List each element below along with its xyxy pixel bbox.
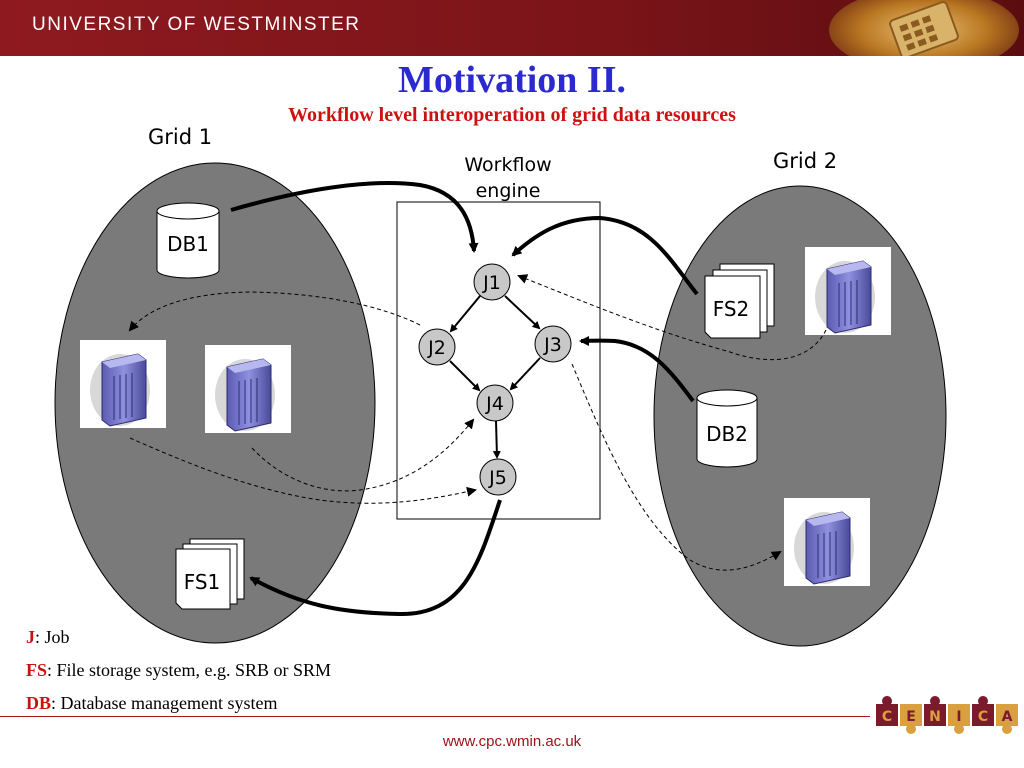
logo-letter-i: I: [956, 709, 961, 725]
footer-url: www.cpc.wmin.ac.uk: [442, 733, 582, 750]
engine-label-line2: engine: [476, 180, 541, 202]
banner-emblem-icon: [829, 0, 1019, 56]
job-j2-label: J2: [427, 337, 446, 359]
dash-j5-server1: [129, 437, 477, 504]
flow-j5-fs1: [249, 499, 502, 617]
logo-letter-c1: C: [882, 709, 892, 725]
job-j3: J3: [534, 325, 572, 363]
flow-fs2-j1: [511, 215, 699, 296]
flow-db2-j3: [579, 335, 695, 403]
logo-letter-e: E: [906, 709, 916, 725]
job-j1: J1: [473, 263, 511, 301]
grid1-label: Grid 1: [148, 125, 212, 149]
fs1-stack: FS1: [175, 538, 245, 610]
fs1-label: FS1: [184, 570, 221, 594]
legend-key-fs: FS: [26, 660, 48, 680]
legend-key-j: J: [26, 627, 35, 647]
legend-text-j: : Job: [35, 627, 70, 647]
header-banner: UNIVERSITY OF WESTMINSTER: [0, 0, 1024, 56]
edge-j1-j3: [504, 295, 541, 330]
cenica-logo: C E N I C A: [876, 696, 1018, 734]
engine-label-line1: Workflow: [464, 154, 551, 176]
job-j5: J5: [479, 458, 517, 496]
dash-j4-server2: [251, 418, 475, 492]
job-j4: J4: [476, 384, 514, 422]
legend: J: Job FS: File storage system, e.g. SRB…: [26, 626, 331, 725]
logo-letter-c2: C: [978, 709, 988, 725]
legend-text-fs: : File storage system, e.g. SRB or SRM: [47, 660, 332, 680]
job-j4-label: J4: [485, 393, 504, 415]
flow-db1-j1: [230, 181, 479, 253]
job-j5-label: J5: [488, 467, 507, 489]
university-name: UNIVERSITY OF WESTMINSTER: [32, 14, 361, 35]
edge-j3-j4: [509, 357, 541, 391]
legend-row-job: J: Job: [26, 626, 331, 659]
db1-label: DB1: [167, 232, 209, 256]
grid2-label: Grid 2: [773, 149, 837, 173]
legend-text-db: : Database management system: [51, 693, 278, 713]
edge-j1-j2: [449, 295, 481, 333]
fs2-label: FS2: [713, 297, 750, 321]
logo-letter-n: N: [929, 709, 941, 725]
slide-title: Motivation II.: [398, 59, 626, 101]
legend-row-db: DB: Database management system: [26, 692, 331, 725]
db2-cylinder: DB2: [696, 389, 758, 468]
server-icon: [783, 497, 871, 587]
legend-row-fs: FS: File storage system, e.g. SRB or SRM: [26, 659, 331, 692]
dash-j3-server4: [571, 363, 782, 571]
server-icon: [804, 246, 892, 336]
job-j2: J2: [418, 328, 456, 366]
job-j1-label: J1: [482, 272, 501, 294]
logo-letter-a: A: [1002, 709, 1013, 725]
legend-key-db: DB: [26, 693, 52, 713]
edge-j4-j5: [492, 420, 501, 459]
dash-server3-j1: [517, 274, 827, 361]
footer-divider: [0, 716, 870, 717]
job-j3-label: J3: [543, 334, 562, 356]
slide-subtitle: Workflow level interoperation of grid da…: [288, 104, 736, 126]
server-icon: [204, 344, 292, 434]
db2-label: DB2: [706, 422, 748, 446]
edge-j2-j4: [449, 360, 481, 392]
db1-cylinder: DB1: [156, 202, 220, 279]
server-icon: [79, 339, 167, 429]
fs2-stack: FS2: [704, 263, 775, 339]
